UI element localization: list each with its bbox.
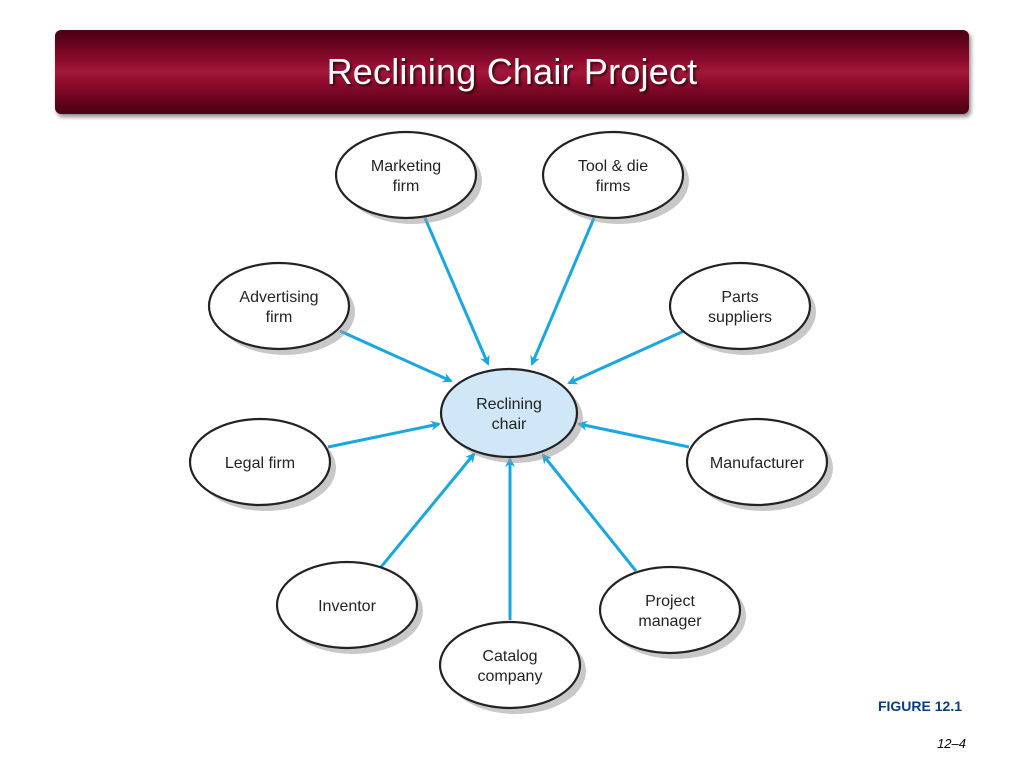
node-inventor-label-line: Inventor (318, 598, 376, 615)
arrow-inventor-to-center (379, 452, 476, 568)
node-marketing-firm-label-line: firm (393, 178, 420, 195)
node-advertising-firm: Advertising firm (207, 261, 355, 355)
node-center-ellipse (439, 367, 579, 459)
node-parts-suppliers: Parts suppliers (668, 261, 816, 355)
node-parts-suppliers-ellipse (668, 261, 812, 351)
node-tool-die-firms-ellipse (541, 130, 685, 220)
node-legal-firm-ellipse (188, 417, 332, 507)
arrow-manufacturer-to-center (577, 420, 690, 449)
arrow-advertising-firm-to-center (339, 329, 453, 383)
node-marketing-firm-label-line: Marketing (371, 158, 441, 175)
node-marketing-firm-ellipse (334, 130, 478, 220)
node-center-reclining-chair: Reclining chair (439, 367, 583, 463)
node-project-manager-label-line: manager (638, 613, 702, 630)
node-parts-suppliers-label-line: suppliers (708, 309, 772, 326)
title-bar: Reclining Chair Project (55, 30, 969, 114)
arrow-project-manager-to-center (541, 453, 638, 572)
node-legal-firm-label-line: Legal firm (225, 455, 295, 472)
node-center-label-line: chair (492, 416, 527, 433)
node-manufacturer-ellipse (685, 417, 829, 507)
node-manufacturer-label-line: Manufacturer (710, 455, 805, 472)
node-advertising-firm-label-line: Advertising (239, 289, 318, 306)
page-number: 12–4 (937, 736, 966, 751)
node-tool-die-firms-label-line: firms (596, 178, 631, 195)
node-tool-die-firms-label-line: Tool & die (578, 158, 648, 175)
node-manufacturer: Manufacturer (685, 417, 833, 511)
node-parts-suppliers-label-line: Parts (721, 289, 758, 306)
arrow-tool-die-firms-to-center (530, 217, 596, 366)
node-catalog-company-label-line: Catalog (482, 648, 537, 665)
node-legal-firm: Legal firm (188, 417, 336, 511)
node-advertising-firm-label-line: firm (266, 309, 293, 326)
node-tool-die-firms: Tool & die firms (541, 130, 689, 224)
node-catalog-company-ellipse (438, 620, 582, 710)
arrow-legal-firm-to-center (327, 420, 441, 449)
figure-label: FIGURE 12.1 (877, 698, 962, 714)
node-center-label-line: Reclining (476, 396, 542, 413)
node-marketing-firm: Marketing firm (334, 130, 482, 224)
arrow-marketing-firm-to-center (423, 217, 490, 366)
node-inventor-ellipse (275, 560, 419, 650)
node-catalog-company-label-line: company (478, 668, 543, 685)
node-project-manager-ellipse (598, 565, 742, 655)
node-catalog-company: Catalog company (438, 620, 586, 714)
slide-title: Reclining Chair Project (326, 51, 698, 92)
node-project-manager: Project manager (598, 565, 746, 659)
node-project-manager-label-line: Project (645, 593, 695, 610)
node-advertising-firm-ellipse (207, 261, 351, 351)
arrow-parts-suppliers-to-center (567, 329, 685, 385)
node-inventor: Inventor (275, 560, 423, 654)
